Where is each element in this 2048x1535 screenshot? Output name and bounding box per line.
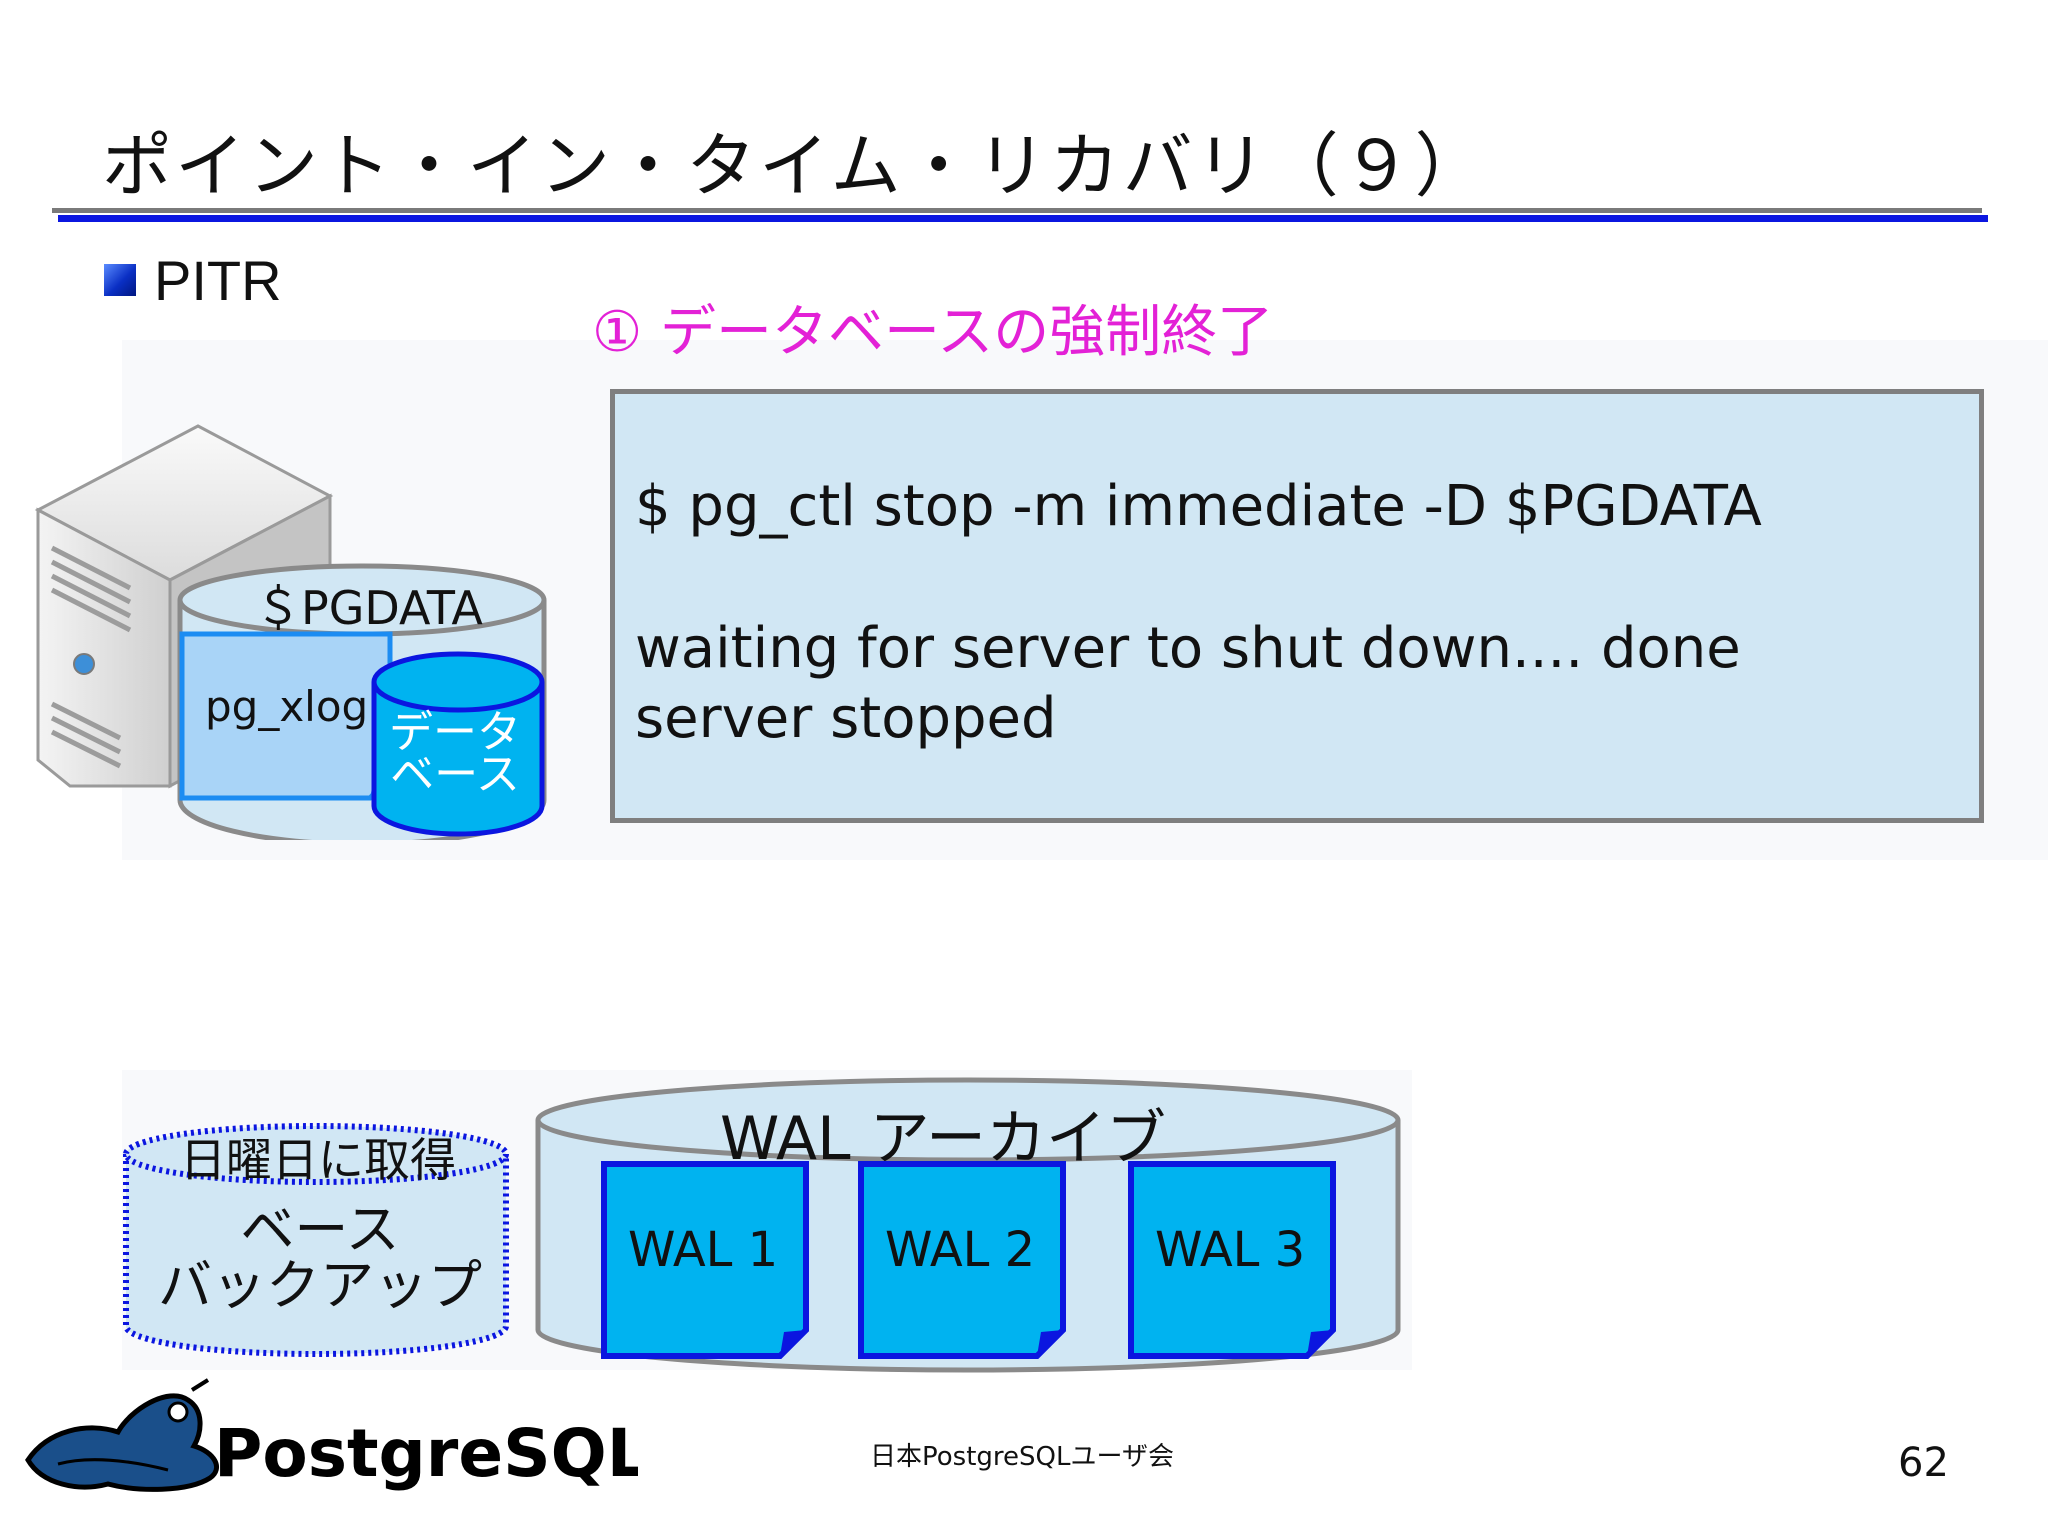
pgdata-label: ＄PGDATA (255, 581, 483, 635)
wal-file-label: WAL 1 (628, 1222, 779, 1278)
base-backup-label-line: ベース (240, 1198, 400, 1261)
pg-xlog-label: pg_xlog (205, 682, 369, 731)
footer-organization: 日本PostgreSQLユーザ会 (870, 1442, 1174, 1472)
terminal-command: $ pg_ctl stop -m immediate -D $PGDATA (635, 474, 1762, 539)
database-cylinder-icon (371, 651, 545, 837)
terminal-box: $ pg_ctl stop -m immediate -D $PGDATA wa… (610, 389, 1984, 823)
title-rule (58, 215, 1988, 222)
slide-title: ポイント・イン・タイム・リカバリ（９） (102, 125, 1488, 207)
wal-file-label: WAL 2 (885, 1222, 1036, 1278)
wal-file-icon (858, 1161, 1066, 1359)
wal-file-label: WAL 3 (1155, 1222, 1306, 1278)
wal-file-icon (601, 1161, 809, 1359)
terminal-output-line: waiting for server to shut down.... done (635, 616, 1741, 681)
postgresql-wordmark: PostgreSQL (214, 1415, 638, 1492)
title-rule-shadow (52, 208, 1982, 213)
page-number: 62 (1898, 1440, 1949, 1486)
terminal-output-line: server stopped (635, 686, 1057, 751)
bullet-text: PITR (154, 249, 282, 312)
wal-file-icon (1128, 1161, 1336, 1359)
step-heading: ① データベースの強制終了 (592, 300, 1274, 365)
server-illustration (34, 424, 547, 840)
database-label-line: データ (389, 707, 521, 758)
base-backup-label-line: バックアップ (158, 1254, 482, 1317)
elephant-logo-icon (25, 1378, 219, 1492)
base-backup-label: ベース バックアップ (150, 1202, 490, 1314)
base-backup-cylinder (123, 1123, 509, 1357)
backup-date-label: 日曜日に取得 (180, 1133, 456, 1187)
database-label: データ ベース (385, 707, 525, 800)
database-label-line: ベース (390, 749, 520, 800)
bullet-square-icon (104, 264, 136, 296)
postgresql-logo: PostgreSQL (25, 1378, 638, 1492)
